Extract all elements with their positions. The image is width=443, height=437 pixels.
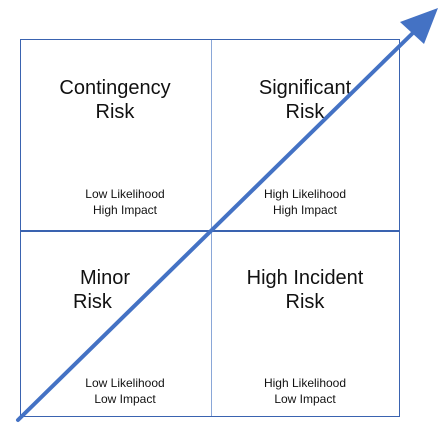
arrow-shaft — [16, 24, 422, 422]
quadrant-title-minor: Minor Risk — [73, 267, 130, 313]
quadrant-subtitle-contingency: Low Likelihood High Impact — [85, 187, 165, 217]
quadrant-title-contingency: Contingency Risk — [59, 77, 171, 123]
quadrant-subtitle-minor: Low Likelihood Low Impact — [85, 376, 165, 406]
quadrant-title-significant: Significant Risk — [258, 77, 352, 123]
quadrant-subtitle-high-incident: High Likelihood Low Impact — [263, 376, 347, 406]
arrow-head-icon — [400, 8, 438, 44]
quadrant-title-high-incident: High Incident Risk — [246, 267, 364, 313]
quadrant-subtitle-significant: High Likelihood High Impact — [263, 187, 347, 217]
